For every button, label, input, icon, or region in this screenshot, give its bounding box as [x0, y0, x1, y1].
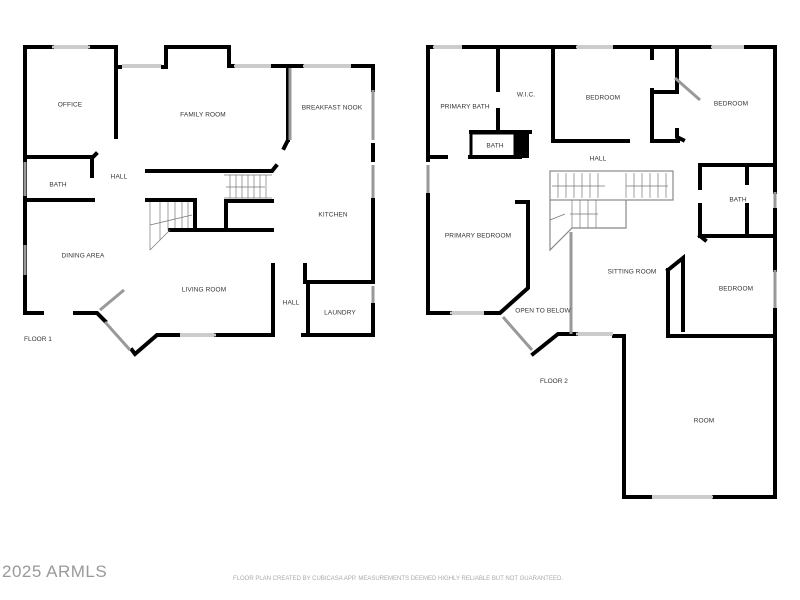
room-label-kitchen: KITCHEN	[318, 211, 348, 219]
room-label-bedroom-1: BEDROOM	[585, 94, 621, 102]
chimney-block	[514, 131, 529, 158]
room-label-office: OFFICE	[57, 101, 83, 109]
floor2-stairs	[549, 170, 674, 252]
room-label-bedroom-2: BEDROOM	[713, 100, 749, 108]
room-label-bath: BATH	[49, 181, 67, 189]
room-label-wic: W.I.C.	[516, 91, 536, 99]
room-label-bedroom-3: BEDROOM	[718, 285, 754, 293]
room-label-room: ROOM	[693, 417, 715, 425]
floor1-stairs	[149, 174, 272, 251]
floor2-walls	[426, 45, 777, 499]
floor1-walls	[23, 45, 375, 357]
armls-watermark: 2025 ARMLS	[2, 562, 108, 581]
disclaimer-text: FLOOR PLAN CREATED BY CUBICASA APP. MEAS…	[233, 576, 563, 582]
bath-closet	[469, 131, 517, 159]
floor1-label: FLOOR 1	[24, 336, 52, 343]
room-label-breakfast-nook: BREAKFAST NOOK	[301, 104, 363, 112]
room-label-hall-2: HALL	[282, 299, 300, 307]
room-label-laundry: LAUNDRY	[324, 309, 356, 317]
room-label-family-room: FAMILY ROOM	[180, 111, 226, 119]
room-label-sitting-room: SITTING ROOM	[607, 268, 657, 276]
room-label-primary-bath: PRIMARY BATH	[440, 103, 490, 111]
room-label-bath-2: BATH	[729, 196, 747, 204]
room-label-hall: HALL	[589, 155, 607, 163]
room-label-dining-area: DINING AREA	[61, 252, 105, 260]
room-label-living-room: LIVING ROOM	[181, 286, 227, 294]
floor2-label: FLOOR 2	[540, 378, 568, 385]
room-label-primary-bedroom: PRIMARY BEDROOM	[444, 232, 512, 240]
room-label-open-to-below: OPEN TO BELOW	[515, 307, 571, 315]
room-label-bath-small: BATH	[486, 142, 504, 150]
room-label-hall: HALL	[110, 173, 128, 181]
